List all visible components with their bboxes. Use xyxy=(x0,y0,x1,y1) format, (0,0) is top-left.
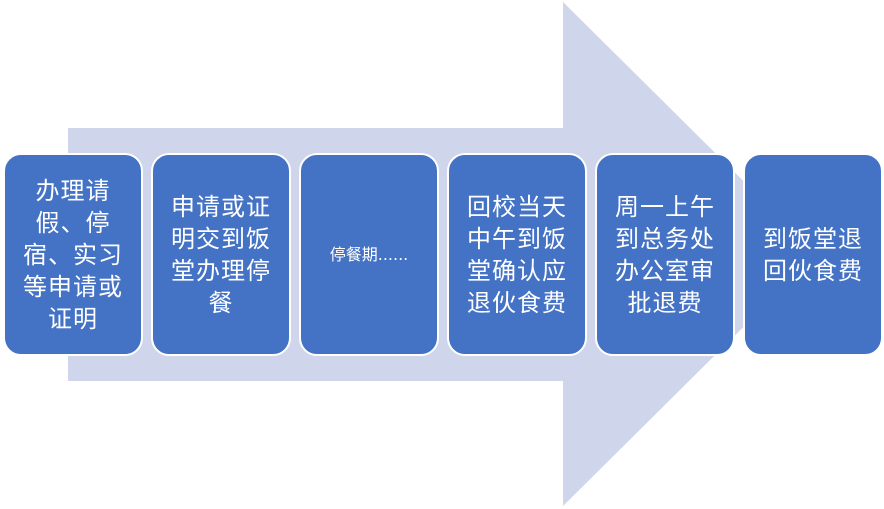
step-5-box: 周一上午到总务处办公室审批退费 xyxy=(595,153,735,356)
step-6-label: 到饭堂退回伙食费 xyxy=(763,224,863,285)
step-4-box: 回校当天中午到饭堂确认应退伙食费 xyxy=(447,153,587,356)
step-3-box: 停餐期...... xyxy=(299,153,439,356)
step-1-box: 办理请假、停宿、实习等申请或证明 xyxy=(3,153,143,356)
flow-arrow-shape xyxy=(68,2,817,506)
step-6-box: 到饭堂退回伙食费 xyxy=(743,153,883,356)
step-1-label: 办理请假、停宿、实习等申请或证明 xyxy=(23,176,123,333)
step-2-box: 申请或证明交到饭堂办理停餐 xyxy=(151,153,291,356)
step-4-label: 回校当天中午到饭堂确认应退伙食费 xyxy=(467,192,567,317)
step-5-label: 周一上午到总务处办公室审批退费 xyxy=(615,192,715,317)
step-2-label: 申请或证明交到饭堂办理停餐 xyxy=(171,192,271,317)
step-3-label: 停餐期...... xyxy=(329,244,409,264)
